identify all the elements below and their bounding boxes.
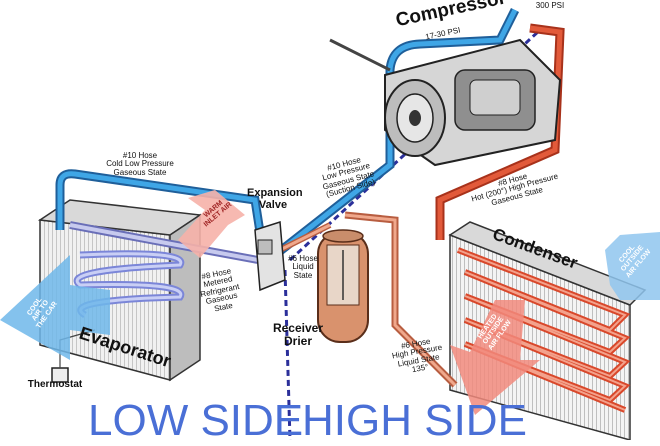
expansion-valve-label: Expansion Valve — [247, 187, 303, 211]
low-pressure-hoses — [55, 7, 520, 264]
expansion-valve-block — [254, 220, 286, 292]
compressor-unit — [329, 38, 562, 167]
hose-6-liquid-label: #6 Hose Liquid State — [288, 254, 318, 280]
high-pressure-hoses — [278, 23, 565, 388]
receiver-drier-label: Receiver Drier — [272, 321, 324, 348]
hose-10-evap-label: #10 Hose Cold Low Pressure Gaseous State — [106, 151, 174, 177]
high-side-label: HIGH SIDE — [302, 396, 527, 445]
high-psi-label: 300 PSI — [535, 1, 565, 10]
receiver-drier-canister — [317, 229, 369, 343]
low-side-label: LOW SIDE — [88, 396, 304, 445]
airflow-arrows — [0, 190, 660, 415]
thermostat-label: Thermostat — [27, 379, 83, 390]
